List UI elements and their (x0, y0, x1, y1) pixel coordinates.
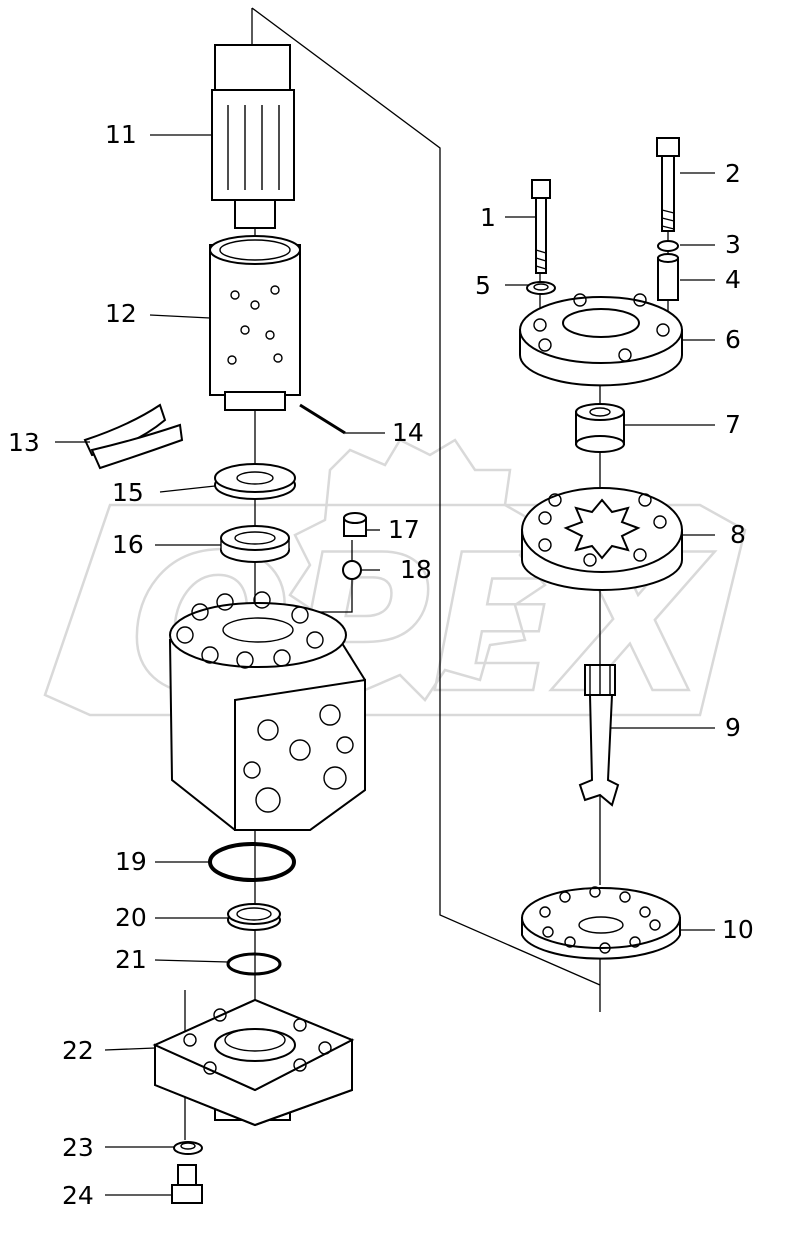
callout-23: 23 (62, 1133, 94, 1162)
callout-16: 16 (112, 530, 144, 559)
callout-6: 6 (725, 325, 741, 354)
part-4-spacer (657, 253, 679, 301)
part-6-cap-plate (519, 293, 683, 387)
part-21-o-ring (226, 952, 282, 976)
part-1-bolt (531, 179, 551, 274)
part-17-plug (343, 512, 367, 537)
callout-11: 11 (105, 120, 137, 149)
leader-lines (55, 134, 715, 1196)
callout-12: 12 (105, 299, 137, 328)
callout-5: 5 (475, 271, 491, 300)
callout-21: 21 (115, 945, 147, 974)
part-12-sleeve (209, 235, 301, 411)
callout-17: 17 (388, 515, 420, 544)
part-16-seal (220, 525, 290, 563)
callout-20: 20 (115, 903, 147, 932)
callout-labels: 1 2 3 4 5 6 7 8 9 10 11 12 13 14 15 16 1… (8, 120, 754, 1210)
part-11-spool (211, 44, 295, 229)
callout-4: 4 (725, 265, 741, 294)
part-5-washer (526, 281, 556, 295)
callout-14: 14 (392, 418, 424, 447)
callout-8: 8 (730, 520, 746, 549)
callout-7: 7 (725, 410, 741, 439)
part-18-ball (342, 560, 362, 580)
part-9-drive-shaft (578, 664, 620, 807)
part-24-check-valve (171, 1164, 203, 1204)
part-13-springs (83, 403, 184, 470)
callout-19: 19 (115, 847, 147, 876)
part-22-end-cover (152, 998, 355, 1127)
callout-10: 10 (722, 915, 754, 944)
housing-body (168, 591, 366, 831)
part-14-pin (299, 403, 346, 435)
part-10-plate (521, 886, 681, 960)
callout-24: 24 (62, 1181, 94, 1210)
part-8-gerotor (521, 487, 683, 591)
callout-1: 1 (480, 203, 496, 232)
callout-9: 9 (725, 713, 741, 742)
part-20-ring (227, 903, 281, 931)
callout-2: 2 (725, 159, 741, 188)
part-19-o-ring (208, 842, 296, 882)
callout-3: 3 (725, 230, 741, 259)
part-15-washer (214, 463, 296, 500)
part-2-bolt (656, 137, 680, 232)
gear-logo-icon (288, 438, 547, 702)
callout-22: 22 (62, 1036, 94, 1065)
part-23-washer (173, 1141, 203, 1155)
callout-15: 15 (112, 478, 144, 507)
part-7-spacer (575, 403, 625, 453)
callout-18: 18 (400, 555, 432, 584)
callout-13: 13 (8, 428, 40, 457)
part-3-washer (657, 240, 679, 252)
